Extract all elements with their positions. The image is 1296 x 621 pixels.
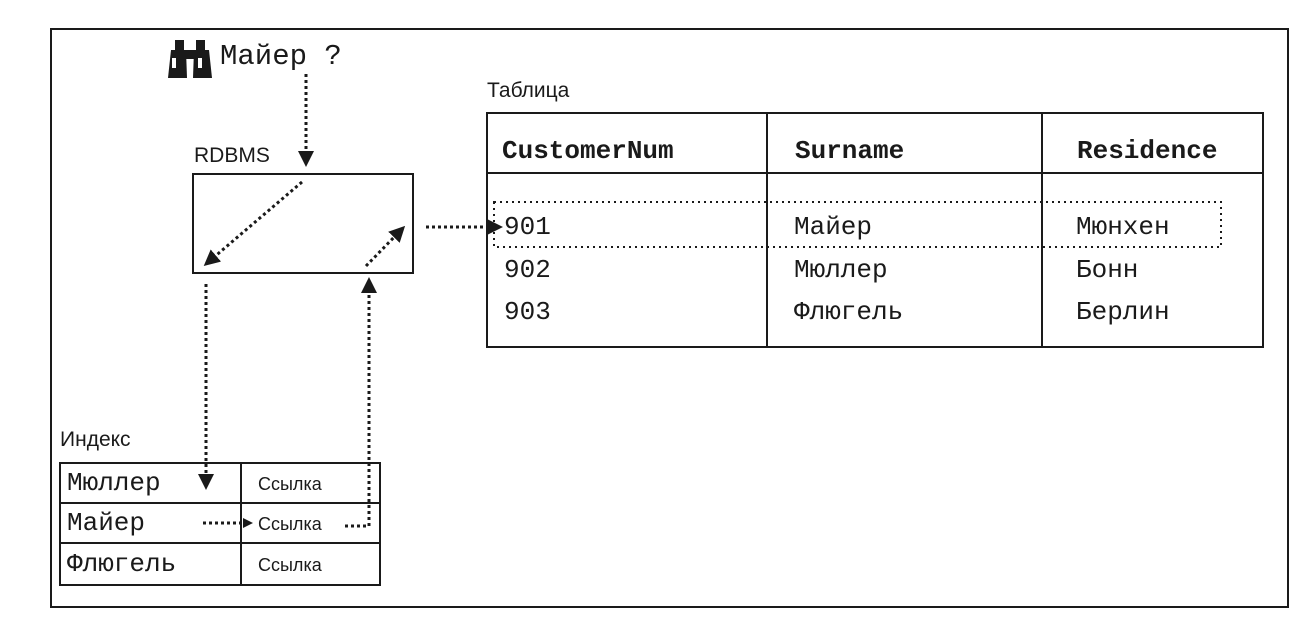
rdbms-box bbox=[192, 173, 414, 274]
index-name: Майер bbox=[67, 508, 146, 538]
index-row-divider bbox=[61, 542, 379, 544]
binoculars-icon bbox=[168, 40, 212, 78]
table-column-divider bbox=[766, 114, 768, 346]
table-header-surname: Surname bbox=[795, 136, 905, 166]
index-name: Мюллер bbox=[67, 468, 161, 498]
table-header-customernum: CustomerNum bbox=[502, 136, 674, 166]
rdbms-label: RDBMS bbox=[194, 144, 270, 167]
arrow-rdbms-diagonal-down bbox=[203, 180, 303, 266]
table-header-divider bbox=[488, 172, 1262, 174]
index-ref: Ссылка bbox=[258, 474, 322, 494]
table-cell: Берлин bbox=[1076, 297, 1170, 327]
table-cell: Мюнхен bbox=[1076, 212, 1170, 242]
index-ref: Ссылка bbox=[258, 514, 322, 534]
table-cell: Майер bbox=[794, 212, 873, 242]
table-cell: 902 bbox=[504, 255, 551, 285]
data-table: CustomerNum Surname Residence 901 Майер … bbox=[486, 112, 1264, 348]
index-table: Мюллер Ссылка Майер Ссылка Флюгель Ссылк… bbox=[59, 462, 381, 586]
table-cell: 903 bbox=[504, 297, 551, 327]
table-cell: Бонн bbox=[1076, 255, 1139, 285]
query-text: Майер ? bbox=[220, 40, 342, 73]
table-cell: Мюллер bbox=[794, 255, 888, 285]
index-ref: Ссылка bbox=[258, 555, 322, 575]
table-column-divider bbox=[1041, 114, 1043, 346]
arrow-rdbms-diagonal-up bbox=[364, 225, 406, 268]
index-row-divider bbox=[61, 502, 379, 504]
index-caption: Индекс bbox=[60, 428, 131, 451]
index-name: Флюгель bbox=[67, 549, 177, 579]
diagram-frame bbox=[50, 28, 1289, 608]
highlighted-row-outline bbox=[493, 201, 1222, 248]
table-cell: Флюгель bbox=[794, 297, 904, 327]
table-cell: 901 bbox=[504, 212, 551, 242]
table-caption: Таблица bbox=[487, 79, 570, 102]
table-header-residence: Residence bbox=[1077, 136, 1218, 166]
